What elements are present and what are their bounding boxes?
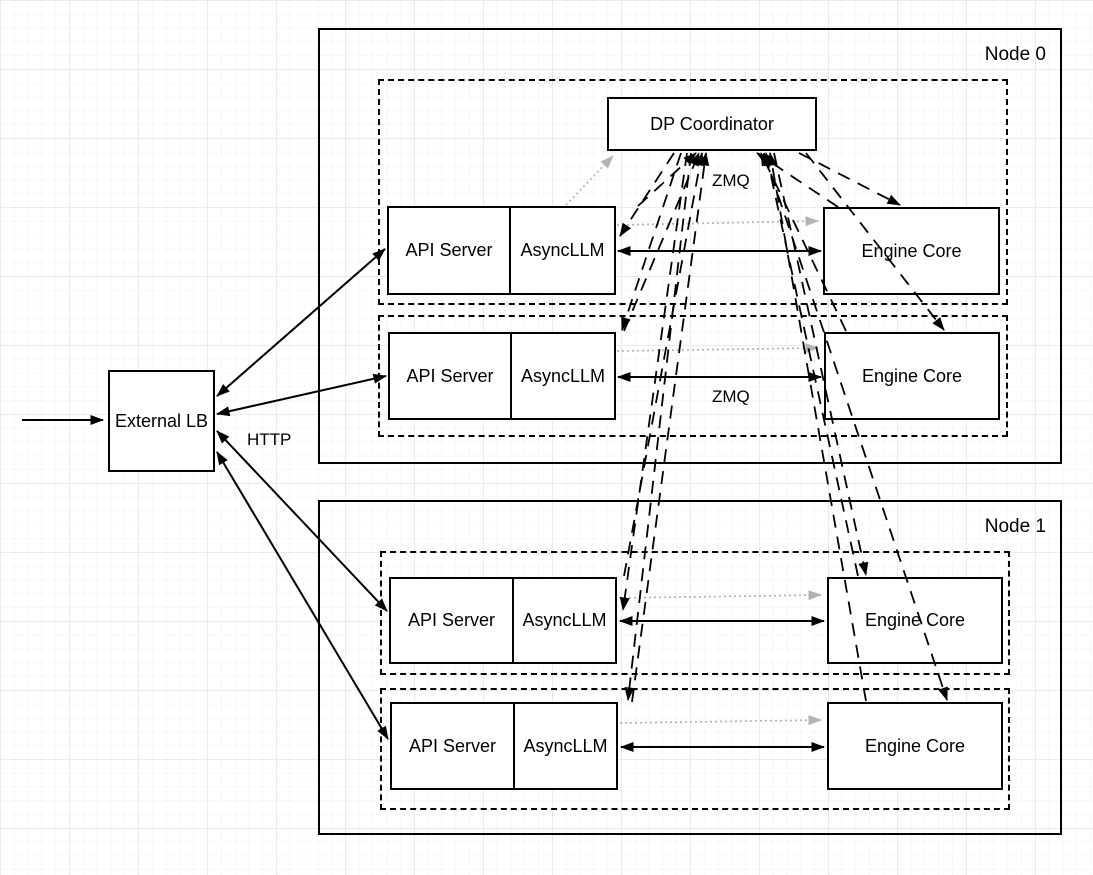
api-server-label: API Server — [406, 365, 494, 386]
api-server-label: API Server — [407, 610, 496, 630]
asyncllm-label: AsyncLLM — [520, 240, 605, 260]
external-lb-label: External LB — [114, 410, 209, 431]
node1-row1-asyncllm: AsyncLLM — [514, 579, 615, 662]
dp-coordinator-box: DP Coordinator — [607, 97, 817, 151]
engine-core-label: Engine Core — [861, 240, 962, 261]
node1-row2-api-server: API Server — [392, 704, 515, 788]
node0-row1-engine-core: Engine Core — [823, 207, 1000, 295]
node1-row1-api-server: API Server — [391, 579, 514, 662]
asyncllm-label: AsyncLLM — [522, 610, 607, 630]
dp-coordinator-label: DP Coordinator — [650, 113, 774, 134]
zmq-row-label: ZMQ — [712, 387, 750, 406]
zmq-coordinator-label: ZMQ — [712, 171, 750, 190]
node0-row2-api-server: API Server — [390, 334, 512, 418]
node0-row2-asyncllm: AsyncLLM — [512, 334, 614, 418]
engine-core-label: Engine Core — [864, 735, 966, 756]
node0-row1-api-server: API Server — [389, 208, 511, 293]
asyncllm-label: AsyncLLM — [520, 365, 606, 386]
node1-row2-api-async-box: API Server AsyncLLM — [390, 702, 618, 790]
node1-row2-engine-core: Engine Core — [827, 702, 1003, 790]
node0-row1-asyncllm: AsyncLLM — [511, 208, 614, 293]
asyncllm-label: AsyncLLM — [523, 735, 608, 756]
api-server-label: API Server — [405, 240, 493, 260]
node1-row1-engine-core: Engine Core — [827, 577, 1003, 664]
node1-label: Node 1 — [984, 516, 1046, 537]
node0-row1-api-async-box: API Server AsyncLLM — [387, 206, 616, 295]
node0-label: Node 0 — [984, 44, 1046, 65]
api-server-label: API Server — [408, 735, 497, 756]
node1-row1-api-async-box: API Server AsyncLLM — [389, 577, 617, 664]
node0-row2-engine-core: Engine Core — [824, 332, 1000, 420]
engine-core-label: Engine Core — [861, 365, 963, 386]
external-lb-box: External LB — [108, 370, 215, 472]
engine-core-label: Engine Core — [864, 610, 966, 630]
node0-row2-api-async-box: API Server AsyncLLM — [388, 332, 616, 420]
http-label: HTTP — [247, 430, 292, 449]
node1-row2-asyncllm: AsyncLLM — [515, 704, 616, 788]
